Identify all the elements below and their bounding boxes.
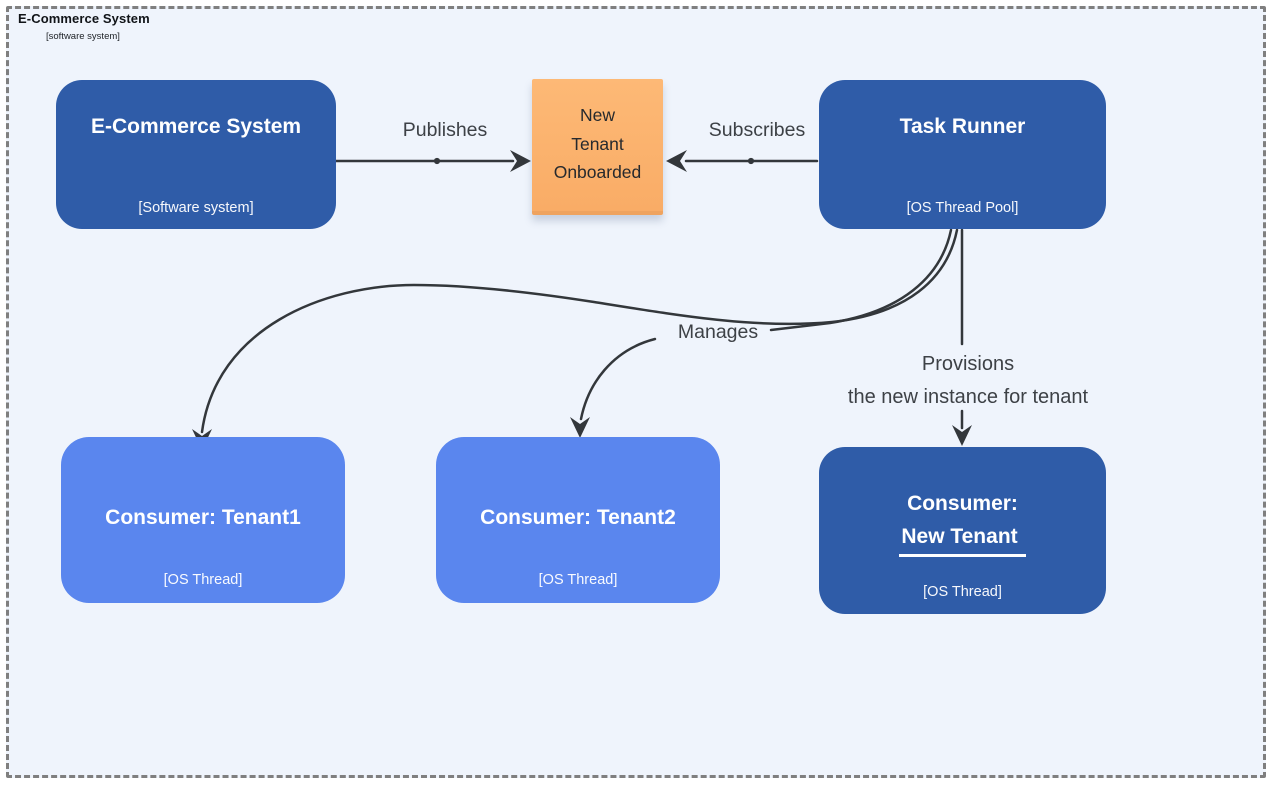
edge-label-provisions[interactable]: Provisions the new instance for tenant (802, 348, 1134, 414)
edge-label-subscribes[interactable]: Subscribes (708, 119, 806, 141)
node-consumer-tenant2[interactable]: Consumer: Tenant2 [OS Thread] (436, 437, 720, 603)
node-type: [OS Thread] (538, 572, 618, 588)
edge-label-provisions-line2: the new instance for tenant (847, 386, 1089, 408)
node-title: Task Runner (899, 115, 1026, 138)
node-type: [OS Thread] (923, 584, 1002, 600)
node-type: [OS Thread Pool] (906, 200, 1019, 216)
event-note-line: Onboarded (553, 162, 642, 182)
node-task-runner[interactable]: Task Runner [OS Thread Pool] (819, 80, 1106, 229)
node-consumer-new-tenant[interactable]: Consumer: New Tenant [OS Thread] (819, 447, 1106, 614)
node-title: E-Commerce System (90, 115, 302, 138)
event-note-line: New (579, 105, 615, 125)
edge-label-manages[interactable]: Manages (677, 321, 759, 343)
node-ecommerce-system[interactable]: E-Commerce System [Software system] (56, 80, 336, 229)
edge-label-publishes[interactable]: Publishes (402, 119, 488, 141)
boundary-title: E-Commerce System (18, 11, 150, 26)
event-note-line: Tenant (571, 133, 624, 154)
node-title: Consumer: Tenant1 (105, 506, 301, 529)
node-title-prefix: Consumer: (907, 492, 1018, 515)
node-title: Consumer: New Tenant (819, 487, 1106, 557)
node-type: [OS Thread] (163, 572, 243, 588)
node-type: [Software system] (138, 200, 254, 216)
boundary-subtitle: [software system] (46, 31, 120, 42)
node-title-name: New Tenant (899, 520, 1026, 557)
node-title: Consumer: Tenant2 (480, 506, 676, 529)
node-event-new-tenant-onboarded[interactable]: New Tenant Onboarded (532, 79, 663, 215)
edge-label-provisions-line1: Provisions (921, 353, 1015, 375)
node-consumer-tenant1[interactable]: Consumer: Tenant1 [OS Thread] (61, 437, 345, 603)
